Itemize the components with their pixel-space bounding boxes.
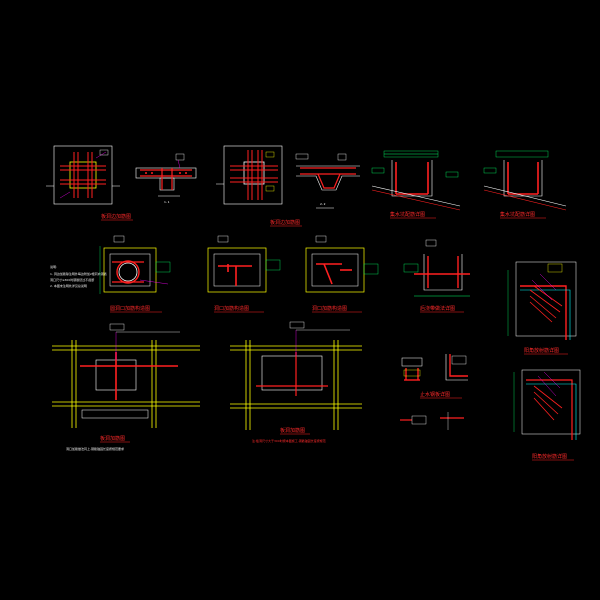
detail-section-4: 2-2 — [295, 153, 360, 209]
section-tag-2: 2-2 — [320, 202, 326, 206]
detail-beam-grid-13: 板洞加筋图 注:板洞尺寸大于300时按本图施工,钢筋锚固长度按规范 — [230, 321, 362, 443]
detail-caption-12: 板洞加筋图 — [100, 435, 125, 442]
detail-caption-1: 板洞边加筋图 — [101, 213, 131, 220]
detail-caption-9: 洞口加筋构造图 — [312, 305, 347, 312]
subnote-2: 注:板洞尺寸大于300时按本图施工,钢筋锚固长度按规范 — [252, 438, 326, 443]
detail-caption-14: 止水钢板详图 — [420, 391, 450, 398]
detail-small-14: 止水钢板详图 — [400, 354, 468, 430]
detail-caption-10: 后浇带做法详图 — [420, 305, 455, 312]
notes-line-1: 1. 洞边加筋除注明外每边附加2根同向钢筋 — [50, 271, 107, 276]
detail-caption-13: 板洞加筋图 — [280, 427, 305, 434]
general-notes: 说明: 1. 洞边加筋除注明外每边附加2根同向钢筋 洞口尺寸≤300时钢筋绕过不… — [50, 264, 107, 288]
detail-opening-round-7: 圆洞口加筋构造图 — [99, 235, 171, 313]
detail-caption-3: 板洞边加筋图 — [270, 219, 300, 226]
notes-line-3: 2. 本图未注明处详见总说明 — [50, 283, 87, 288]
notes-line-2: 洞口尺寸≤300时钢筋绕过不截断 — [50, 277, 94, 282]
notes-heading: 说明: — [50, 264, 57, 269]
detail-caption-5: 集水坑配筋详图 — [390, 211, 425, 218]
detail-caption-11: 阳角放射筋详图 — [524, 347, 559, 354]
detail-caption-15: 阳角放射筋详图 — [532, 453, 567, 460]
detail-caption-8: 洞口加筋构造图 — [214, 305, 249, 312]
detail-corner-11: 阳角放射筋详图 — [507, 261, 577, 355]
detail-corner-15: 阳角放射筋详图 — [513, 369, 581, 461]
detail-pit-6: 集水坑配筋详图 — [483, 150, 567, 219]
detail-plan-cross-1: 板洞边加筋图 — [46, 145, 133, 221]
subnote-1: 洞口加筋做法同上,钢筋锚固长度按规范要求 — [66, 446, 124, 451]
detail-section-2: 1-1 — [135, 153, 197, 204]
detail-plan-cross-3: 板洞边加筋图 — [216, 145, 302, 227]
detail-caption-6: 集水坑配筋详图 — [500, 211, 535, 218]
detail-caption-7: 圆洞口加筋构造图 — [110, 305, 150, 312]
detail-opening-9: 洞口加筋构造图 — [305, 235, 379, 313]
detail-pit-5: 集水坑配筋详图 — [371, 150, 461, 219]
detail-beam-grid-12: 板洞加筋图 洞口加筋做法同上,钢筋锚固长度按规范要求 — [52, 323, 200, 451]
detail-pit-10: 后浇带做法详图 — [403, 239, 470, 313]
section-tag-1: 1-1 — [164, 200, 170, 204]
detail-opening-8: 洞口加筋构造图 — [207, 235, 281, 313]
